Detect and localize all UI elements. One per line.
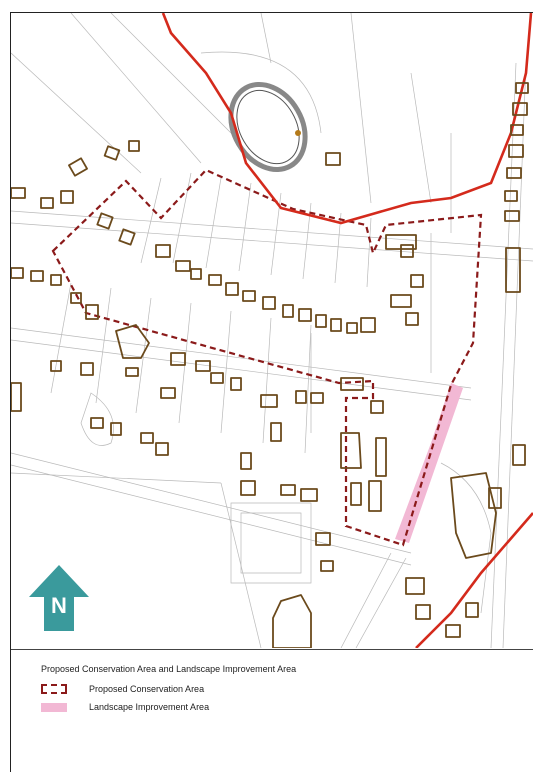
map-legend: Proposed Conservation Area and Landscape… <box>41 664 521 717</box>
boundary-south[interactable] <box>415 512 533 649</box>
legend-item-label: Proposed Conservation Area <box>89 684 205 694</box>
boundary-north[interactable] <box>161 12 533 225</box>
site-map[interactable] <box>10 12 533 649</box>
legend-item-conservation-area[interactable]: Proposed Conservation Area <box>41 681 521 697</box>
race-track <box>228 81 308 173</box>
dashed-outline-swatch <box>41 684 67 694</box>
north-arrow: N <box>11 563 107 633</box>
legend-title: Proposed Conservation Area and Landscape… <box>41 664 297 674</box>
north-arrow-icon: N <box>29 565 89 631</box>
north-arrow-label: N <box>51 593 67 618</box>
pink-fill-swatch <box>41 702 67 712</box>
legend-item-landscape-area[interactable]: Landscape Improvement Area <box>41 699 521 715</box>
legend-item-label: Landscape Improvement Area <box>89 702 210 712</box>
buildings <box>10 82 529 649</box>
track-marker <box>295 130 301 136</box>
map-canvas <box>10 12 533 649</box>
plot-lines <box>10 12 533 649</box>
landscape-improvement-area[interactable] <box>395 383 463 543</box>
proposed-conservation-area[interactable] <box>51 168 483 547</box>
map-legend-divider <box>11 649 533 650</box>
